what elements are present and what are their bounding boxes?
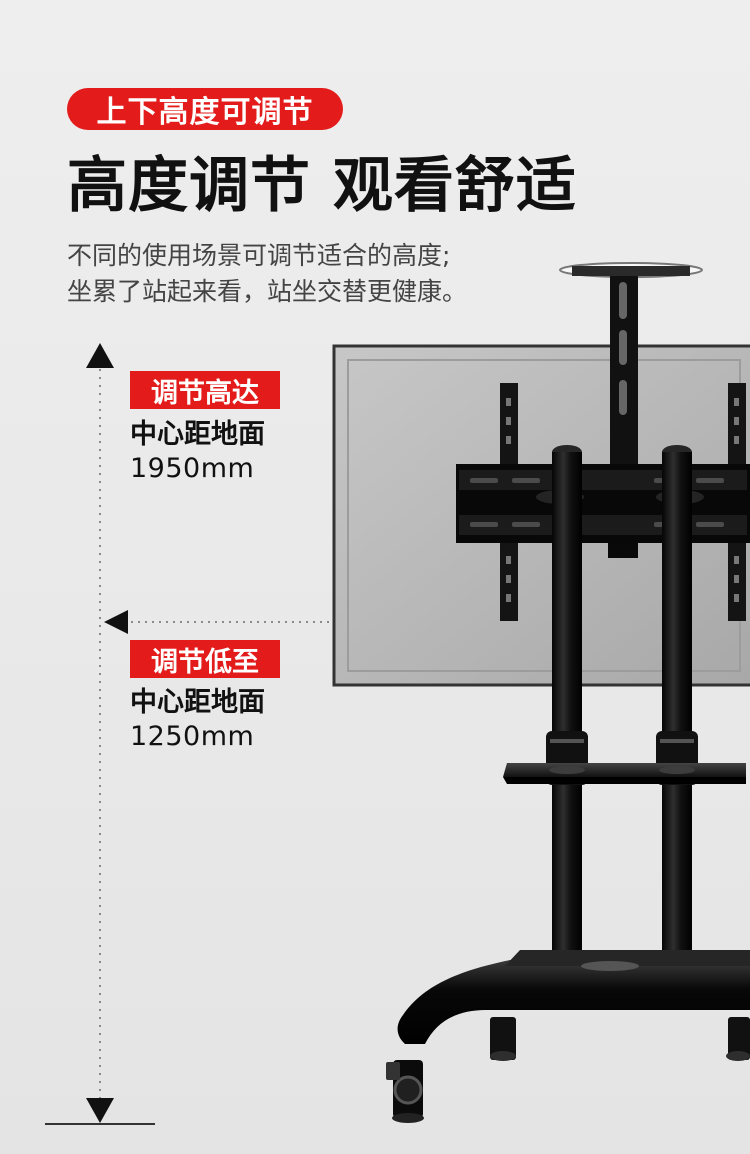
feature-tag: 上下高度可调节 bbox=[67, 88, 343, 130]
description-line-2: 坐累了站起来看，站坐交替更健康。 bbox=[67, 277, 468, 306]
left-arrow-icon bbox=[104, 610, 128, 634]
min-height-info: 中心距地面 1250mm bbox=[130, 686, 265, 754]
base-with-casters bbox=[386, 950, 750, 1123]
max-height-tag: 调节高达 bbox=[130, 371, 280, 409]
min-height-label: 调节低至 bbox=[151, 646, 259, 678]
feature-tag-text: 上下高度可调节 bbox=[96, 95, 314, 130]
vertical-poles bbox=[546, 445, 698, 975]
max-height-caption: 中心距地面 bbox=[130, 419, 265, 450]
max-height-info: 中心距地面 1950mm bbox=[130, 418, 265, 486]
headline: 高度调节 观看舒适 bbox=[67, 151, 577, 221]
down-arrow-icon bbox=[86, 1098, 114, 1123]
min-height-value: 1250mm bbox=[130, 721, 255, 752]
min-height-tag: 调节低至 bbox=[130, 640, 280, 678]
min-height-caption: 中心距地面 bbox=[130, 687, 265, 718]
middle-tray bbox=[503, 763, 746, 784]
description: 不同的使用场景可调节适合的高度; 坐累了站起来看，站坐交替更健康。 bbox=[67, 238, 527, 310]
description-line-1: 不同的使用场景可调节适合的高度; bbox=[67, 241, 451, 270]
max-height-label: 调节高达 bbox=[151, 377, 259, 409]
up-arrow-icon bbox=[86, 343, 114, 368]
max-height-value: 1950mm bbox=[130, 453, 255, 484]
